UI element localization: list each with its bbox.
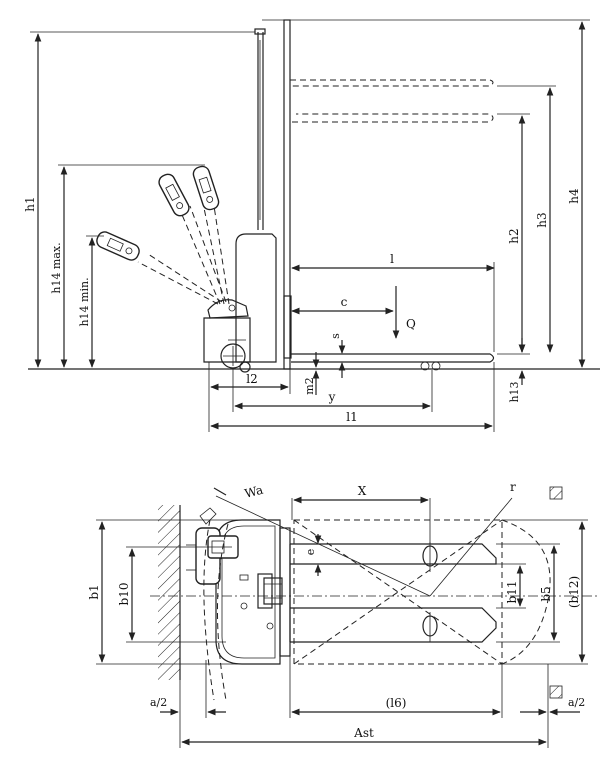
label-s: s xyxy=(329,333,342,339)
hatch-marker-top xyxy=(549,486,563,500)
label-c: c xyxy=(341,295,348,309)
tiller-arm xyxy=(137,205,230,305)
side-view: h1 h14 max. h14 min. h2 h3 h4 h13 l c Q xyxy=(23,19,600,432)
tiller-head-low xyxy=(96,231,140,261)
turn-radius-line xyxy=(429,497,513,597)
label-r: r xyxy=(510,480,516,494)
tiller-head-mid xyxy=(158,173,190,217)
hatch-marker-bottom xyxy=(549,685,563,699)
label-q: Q xyxy=(406,317,416,331)
label-h2: h2 xyxy=(507,228,521,243)
label-x: X xyxy=(358,484,367,498)
label-l1: l1 xyxy=(346,410,357,424)
label-a2-right: a/2 xyxy=(568,696,585,709)
drive-unit xyxy=(257,573,283,609)
label-l6: (l6) xyxy=(386,696,407,710)
label-y: y xyxy=(328,390,336,404)
pallet-outline xyxy=(293,519,551,665)
label-m2: m2 xyxy=(303,377,316,394)
label-h14-max: h14 max. xyxy=(50,242,63,293)
label-h3: h3 xyxy=(535,212,549,227)
label-a2-left: a/2 xyxy=(150,696,167,709)
label-b5: b5 xyxy=(539,586,553,601)
lowered-forks xyxy=(283,295,495,371)
label-b12: (b12) xyxy=(567,576,581,608)
label-b1: b1 xyxy=(87,584,101,599)
mast xyxy=(254,19,291,370)
label-ast: Ast xyxy=(353,726,374,740)
tiller-head-high xyxy=(192,165,220,211)
label-h1: h1 xyxy=(23,196,37,211)
label-b11: b11 xyxy=(505,581,519,604)
label-h4: h4 xyxy=(567,188,581,204)
label-h14-min: h14 min. xyxy=(78,277,91,326)
label-wa: Wa xyxy=(243,483,264,501)
label-l2: l2 xyxy=(246,372,257,386)
top-view: X Wa r e b1 b10 b11 b5 (b12) xyxy=(87,480,600,748)
turn-line-wa xyxy=(215,495,431,597)
tiller-head-top xyxy=(186,507,239,585)
label-b10: b10 xyxy=(117,583,131,606)
truck-body xyxy=(203,233,277,373)
label-h13: h13 xyxy=(508,381,521,402)
raised-forks xyxy=(289,20,494,123)
label-l: l xyxy=(390,252,394,266)
label-e: e xyxy=(304,549,317,556)
forks-top xyxy=(289,542,497,643)
wall-hatching xyxy=(158,505,181,680)
